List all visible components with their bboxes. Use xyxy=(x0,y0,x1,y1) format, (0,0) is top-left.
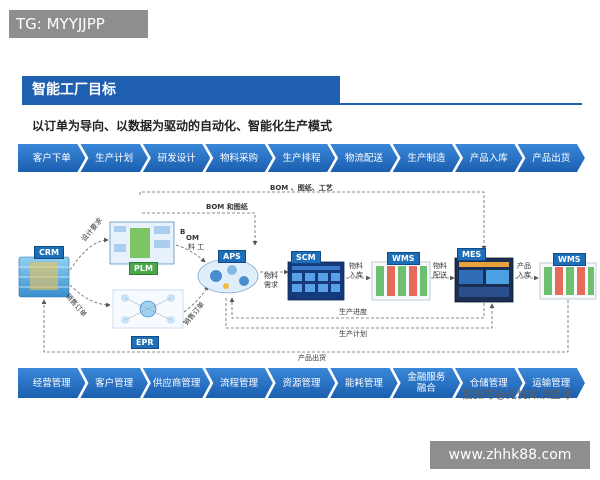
wms-panel-icon xyxy=(371,261,431,301)
crm-label: CRM xyxy=(34,246,64,259)
top-process-row: 客户下单 生产计划 研发设计 物料采购 生产排程 物流配送 生产制造 产品入库 … xyxy=(18,144,580,172)
scm-label: SCM xyxy=(291,251,321,264)
process-step: 生产排程 xyxy=(268,144,335,172)
management-step: 流程管理 xyxy=(205,368,272,398)
page-subtitle: 以订单为导向、以数据为驱动的自动化、智能化生产模式 xyxy=(32,119,333,133)
erp-cluster-icon xyxy=(112,289,184,329)
process-step: 物流配送 xyxy=(330,144,397,172)
plm-panel-icon xyxy=(109,221,175,265)
management-step: 仓储管理 xyxy=(455,368,522,398)
label-production-progress: 生产进度 xyxy=(339,308,367,316)
label-material-dispatch: 物料 配送 xyxy=(433,262,447,279)
label-om: OM xyxy=(186,234,199,242)
crm-stack-icon xyxy=(18,256,70,298)
mes-screen-icon xyxy=(454,257,514,303)
watermark-top-left: TG: MYYJJPP xyxy=(9,10,148,38)
wms-label-2: WMS xyxy=(553,253,586,266)
aps-label: APS xyxy=(218,250,246,263)
erp-label: EPR xyxy=(131,336,159,349)
management-step: 能耗管理 xyxy=(330,368,397,398)
process-step: 研发设计 xyxy=(143,144,210,172)
management-step: 供应商管理 xyxy=(143,368,210,398)
wms2-panel-icon xyxy=(539,262,597,300)
scm-screen-icon xyxy=(287,261,345,301)
title-divider xyxy=(22,103,582,105)
label-material-in: 物料 入库 xyxy=(349,262,363,279)
management-step: 经营管理 xyxy=(18,368,85,398)
process-step: 生产计划 xyxy=(80,144,147,172)
watermark-sohu: 搜狐号@无忧知识星球 xyxy=(462,388,572,401)
aps-gears-icon xyxy=(197,258,259,294)
process-step: 客户下单 xyxy=(18,144,85,172)
plm-label: PLM xyxy=(129,262,158,275)
bottom-process-row: 经营管理 客户管理 供应商管理 流程管理 资源管理 能耗管理 金融服务 融合 仓… xyxy=(18,368,580,398)
management-step: 金融服务 融合 xyxy=(393,368,460,398)
process-step: 物料采购 xyxy=(205,144,272,172)
label-material-process: 料 工 xyxy=(188,243,205,251)
wms-label: WMS xyxy=(387,252,420,265)
watermark-bottom-right: www.zhhk88.com xyxy=(430,441,590,469)
management-step: 运输管理 xyxy=(518,368,585,398)
mes-label: MES xyxy=(457,248,487,261)
process-step: 生产制造 xyxy=(393,144,460,172)
management-step: 客户管理 xyxy=(80,368,147,398)
process-step: 产品出货 xyxy=(518,144,585,172)
label-bom-drawings: BOM 和图纸 xyxy=(206,203,248,211)
label-b: B xyxy=(180,228,186,236)
label-product-in: 产品 入库 xyxy=(517,262,531,279)
label-production-plan: 生产计划 xyxy=(339,330,367,338)
label-product-shipment: 产品出货 xyxy=(298,354,326,362)
management-step: 资源管理 xyxy=(268,368,335,398)
process-step: 产品入库 xyxy=(455,144,522,172)
label-bom-drawings-process: BOM 、图纸、工艺 xyxy=(270,184,333,192)
page-title: 智能工厂目标 xyxy=(22,76,340,104)
label-material-demand: 物料 需求 xyxy=(264,272,278,289)
